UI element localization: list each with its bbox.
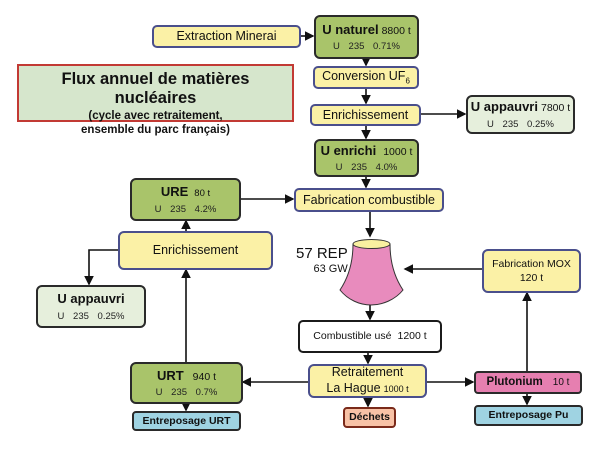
node-label: Fabrication MOX [492,257,571,270]
node-label: Entreposage Pu [488,409,569,422]
node-isotope: U 235 [333,41,365,53]
node-entreposage-urt: Entreposage URT [132,411,241,431]
node-label: Entreposage URT [142,414,231,427]
node-percentage: 0.71% [373,41,400,53]
diagram-title-box: Flux annuel de matières nucléaires (cycl… [17,64,294,136]
node-label: Combustible usé [313,330,392,343]
node-label: Retraitement [331,364,404,379]
reactor-power: 63 GW [313,263,348,275]
node-quantity: 1200 t [397,330,427,343]
node-label: Déchets [349,411,390,424]
node-name: U appauvri [57,291,125,307]
reactor-cooling-tower-icon [339,239,404,306]
node-name: U naturel [322,21,379,37]
node-urt: URT 940 t U 235 0.7% [130,362,243,404]
node-label: Enrichissement [152,243,239,258]
node-isotope: U 235 [154,203,187,215]
node-quantity: 940 t [192,370,217,383]
node-fabrication-combustible: Fabrication combustible [294,188,444,212]
node-name: URE [160,184,189,200]
node-percentage: 4.0% [375,162,398,174]
diagram-title: Flux annuel de matières nucléaires [61,70,250,107]
node-isotope: U 235 [335,162,368,174]
node-dechets: Déchets [343,407,396,428]
arrow-enrichleft-to-uappauvri [84,249,118,286]
node-quantity: 80 t [194,188,211,200]
node-label: Conversion UF [322,69,406,84]
diagram-subtitle-2: ensemble du parc français) [81,124,230,136]
node-isotope: U 235 [155,387,188,399]
node-name: U enrichi [320,142,377,158]
node-fabrication-mox: Fabrication MOX 120 t [482,249,581,293]
node-u-appauvri-left: U appauvri U 235 0.25% [36,285,146,328]
node-quantity: 1000 t [383,384,409,394]
node-name: U appauvri [470,99,538,115]
node-label: Extraction Minerai [176,29,277,44]
node-percentage: 0.25% [97,310,125,322]
node-entreposage-pu: Entreposage Pu [474,405,583,426]
node-quantity: 7800 t [540,102,571,115]
node-quantity: 8800 t [381,24,411,37]
diagram-subtitle-1: (cycle avec retraitement, [88,110,223,122]
node-name: URT [156,367,184,383]
reactor-count: 57 REP [296,245,348,262]
node-plutonium: Plutonium 10 t [474,371,582,394]
node-ure: URE 80 t U 235 4.2% [130,178,241,221]
node-u-enrichi: U enrichi 1000 t U 235 4.0% [314,139,419,177]
node-label-subscript: 6 [405,76,410,86]
node-label: Fabrication combustible [302,192,435,207]
node-site: La Hague [326,381,381,395]
node-percentage: 0.25% [527,118,554,130]
node-quantity: 10 t [552,376,570,388]
node-isotope: U 235 [57,310,89,322]
node-enrichissement-left: Enrichissement [118,231,273,270]
node-quantity: 120 t [519,272,544,284]
node-conversion-uf6: Conversion UF6 [313,66,419,89]
node-isotope: U 235 [487,118,519,130]
node-extraction-minerai: Extraction Minerai [152,25,301,48]
node-enrichissement-top: Enrichissement [310,104,421,126]
node-combustible-use: Combustible usé 1200 t [298,320,442,353]
reactor-label: 57 REP 63 GW [296,245,348,275]
node-percentage: 4.2% [194,203,217,215]
node-label: Enrichissement [322,107,409,122]
node-percentage: 0.7% [195,387,218,399]
node-quantity: 1000 t [383,145,413,158]
node-name: Plutonium [486,375,543,388]
